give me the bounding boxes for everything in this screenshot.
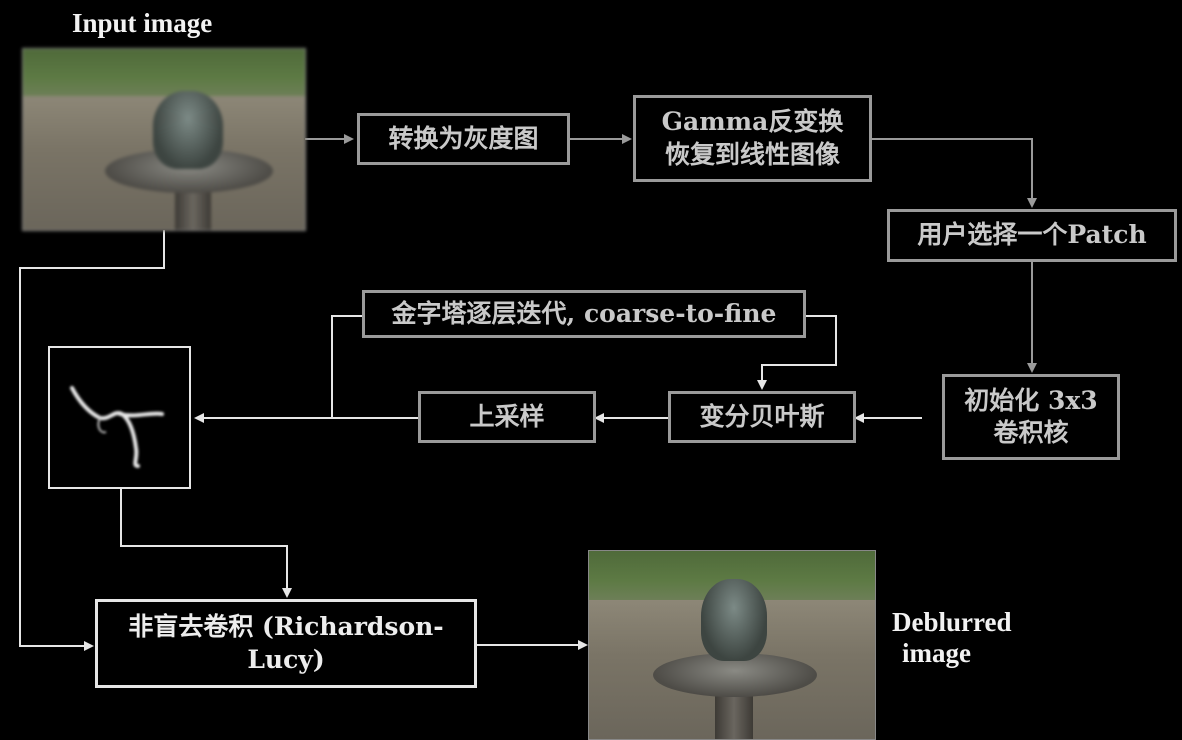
step-init-kernel-label: 初始化 3x3 卷积核 — [964, 385, 1098, 448]
step-select-patch: 用户选择一个Patch — [887, 209, 1177, 262]
step-rl-label: 非盲去卷积 (Richardson- Lucy) — [128, 612, 444, 674]
arrow-input-to-rl — [19, 230, 165, 651]
deblurred-label: Deblurred image — [892, 607, 1012, 669]
arrow-gamma-to-patch — [872, 138, 1037, 208]
step-init-kernel: 初始化 3x3 卷积核 — [942, 374, 1120, 460]
arrow-pyramid-to-vb — [757, 315, 837, 390]
step-upsample-label: 上采样 — [469, 401, 545, 431]
step-richardson-lucy: 非盲去卷积 (Richardson- Lucy) — [95, 599, 477, 688]
step-patch-label: 用户选择一个Patch — [917, 220, 1147, 250]
step-pyramid: 金字塔逐层迭代, coarse-to-fine — [362, 290, 806, 338]
step-upsample: 上采样 — [418, 391, 596, 443]
step-gamma-label: Gamma反变换 恢复到线性图像 — [661, 107, 844, 169]
loop-upsample-to-pyramid — [331, 315, 362, 418]
kernel-streak — [70, 386, 164, 468]
step-pyramid-label: 金字塔逐层迭代, coarse-to-fine — [391, 298, 777, 328]
deblurred-label-line1: Deblurred — [892, 607, 1012, 637]
kernel-image — [48, 346, 191, 489]
input-image — [22, 48, 306, 231]
input-image-label: Input image — [72, 8, 213, 38]
deblurred-image — [588, 550, 876, 740]
step-gamma-inverse: Gamma反变换 恢复到线性图像 — [633, 95, 872, 182]
step-vb-label: 变分贝叶斯 — [699, 401, 825, 431]
step-variational-bayes: 变分贝叶斯 — [668, 391, 856, 443]
deblurred-label-line2: image — [902, 638, 971, 669]
step-grayscale-label: 转换为灰度图 — [388, 123, 539, 153]
arrow-kernel-image-to-rl — [120, 489, 292, 598]
step-grayscale: 转换为灰度图 — [357, 113, 570, 165]
